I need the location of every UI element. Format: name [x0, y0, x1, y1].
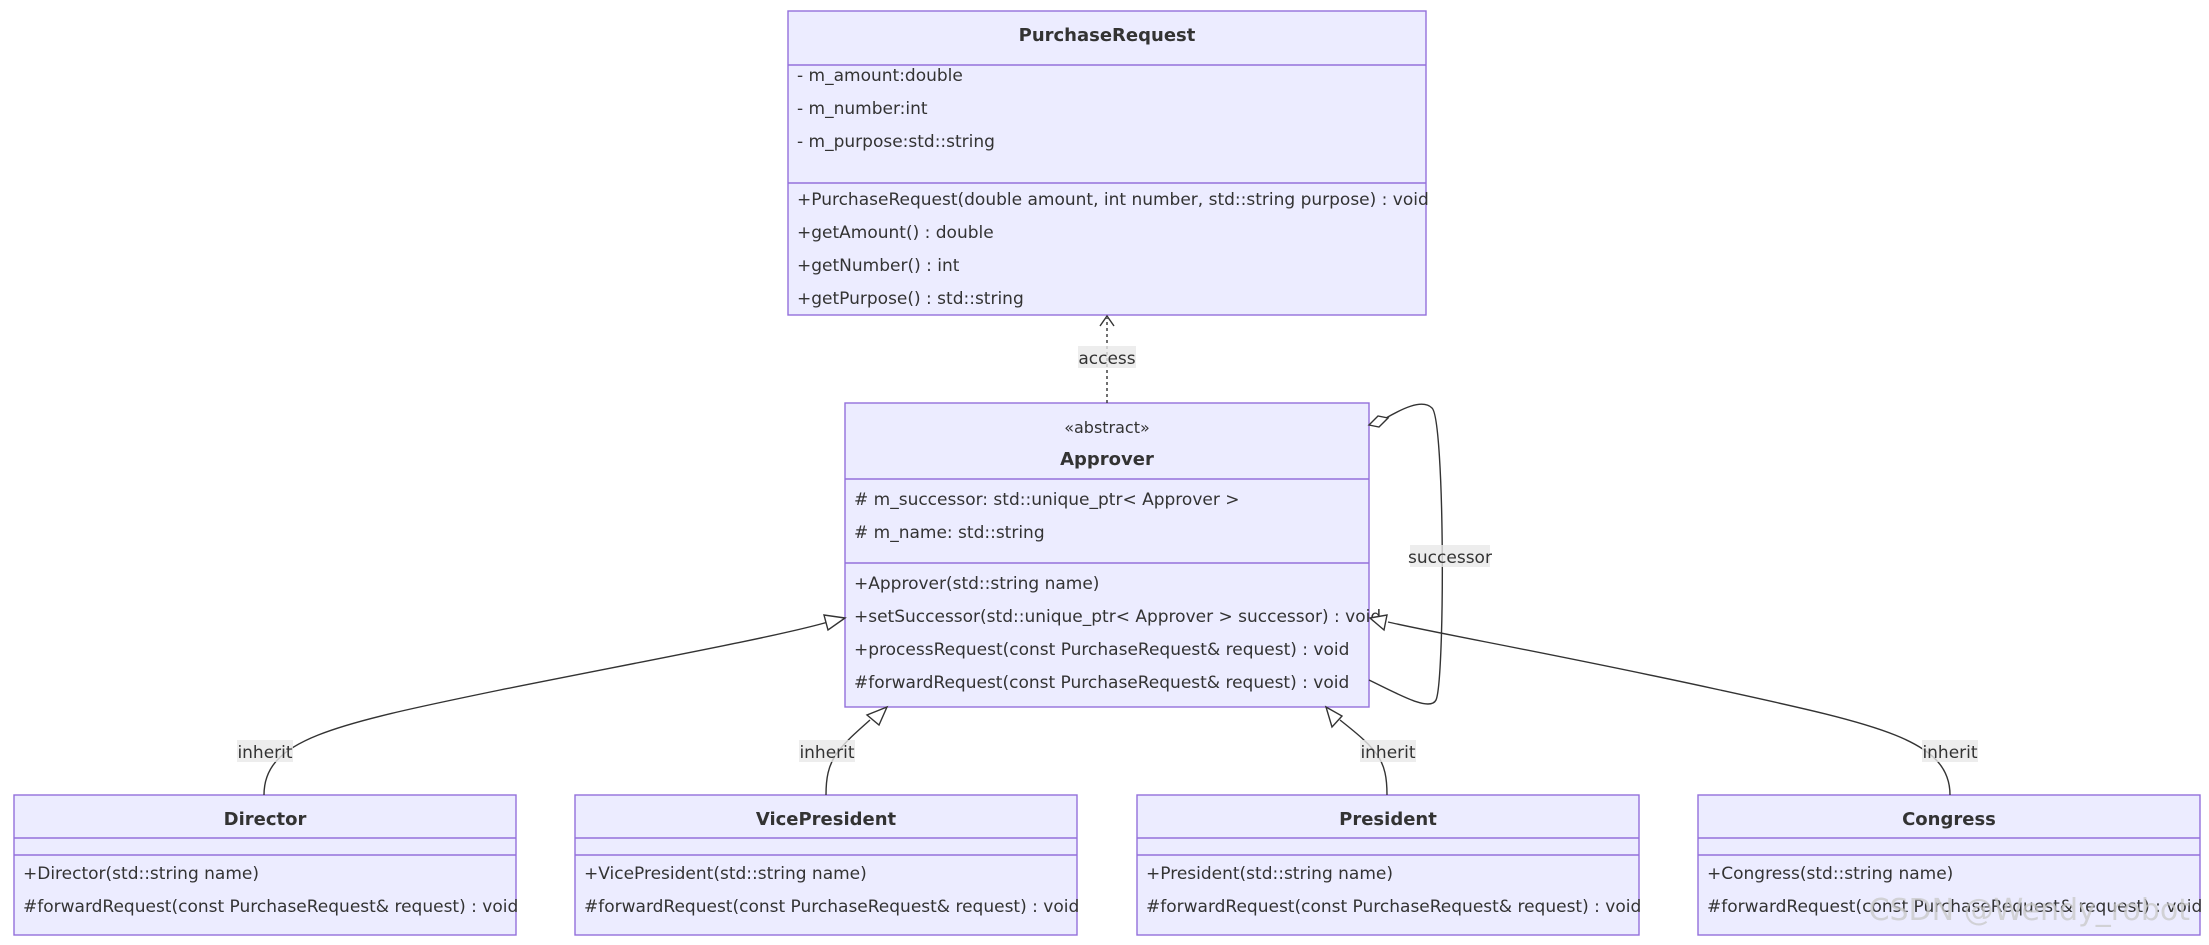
class-stereotype: «abstract» — [1064, 418, 1150, 437]
class-method: +PurchaseRequest(double amount, int numb… — [797, 190, 1429, 210]
inherit-congress-label: inherit — [1922, 743, 1977, 763]
class-name: Director — [224, 809, 307, 830]
inherit-director-label: inherit — [237, 743, 292, 763]
class-name: Approver — [1060, 449, 1154, 470]
class-name: Congress — [1902, 809, 1996, 830]
watermark: CSDN @Wendy_robot — [1869, 893, 2191, 928]
class-approver: «abstract»Approver# m_successor: std::un… — [844, 402, 1381, 708]
inherit-vice-president-label: inherit — [799, 743, 854, 763]
inherit-director-edge — [263, 621, 829, 796]
class-method: +VicePresident(std::string name) — [584, 864, 867, 884]
class-method: #forwardRequest(const PurchaseRequest& r… — [854, 673, 1349, 693]
class-purchase-request: PurchaseRequest - m_amount:double - m_numb… — [787, 10, 1429, 316]
classes-layer: PurchaseRequest - m_amount:double - m_numb… — [13, 10, 2202, 936]
inherit-vice-president-arrowhead — [865, 705, 889, 727]
class-method: +Director(std::string name) — [23, 864, 259, 884]
inherit-congress-edge — [1387, 621, 1951, 796]
access-arrowhead — [1099, 314, 1115, 327]
inherit-president-label: inherit — [1360, 743, 1415, 763]
class-attribute: - m_purpose:std::string — [797, 132, 995, 152]
class-box — [787, 10, 1427, 316]
class-method: +processRequest(const PurchaseRequest& r… — [854, 640, 1349, 660]
class-attribute: # m_successor: std::unique_ptr< Approver… — [854, 490, 1239, 510]
class-box — [844, 402, 1370, 708]
class-attribute: - m_amount:double — [797, 66, 963, 86]
class-method: +getNumber() : int — [797, 256, 960, 276]
class-attribute: - m_number:int — [797, 99, 928, 119]
class-attribute: # m_name: std::string — [854, 523, 1045, 543]
class-name: President — [1339, 809, 1437, 830]
successor-label: successor — [1408, 548, 1492, 568]
class-method: +Approver(std::string name) — [854, 574, 1099, 594]
successor-aggregation-diamond — [1367, 415, 1390, 428]
class-method: +getPurpose() : std::string — [797, 289, 1024, 309]
successor-edge — [1368, 403, 1444, 705]
class-method: +Congress(std::string name) — [1707, 864, 1953, 884]
inherit-president-arrowhead — [1324, 705, 1344, 729]
class-name: VicePresident — [756, 809, 897, 830]
class-president: President+President(std::string name)#fo… — [1136, 794, 1641, 936]
class-method: #forwardRequest(const PurchaseRequest& r… — [1146, 897, 1641, 917]
class-box — [13, 794, 517, 936]
class-name: PurchaseRequest — [1019, 25, 1196, 46]
class-method: #forwardRequest(const PurchaseRequest& r… — [23, 897, 518, 917]
inherit-director-arrowhead — [823, 614, 847, 632]
class-method: #forwardRequest(const PurchaseRequest& r… — [1707, 897, 2202, 917]
access-label: access — [1078, 349, 1135, 369]
class-method: +setSuccessor(std::unique_ptr< Approver … — [854, 607, 1381, 627]
class-box — [1136, 794, 1640, 936]
class-method: +President(std::string name) — [1146, 864, 1393, 884]
class-method: #forwardRequest(const PurchaseRequest& r… — [584, 897, 1079, 917]
class-box — [1697, 794, 2201, 936]
class-vice-president: VicePresident+VicePresident(std::string … — [574, 794, 1079, 936]
class-director: Director+Director(std::string name)#forw… — [13, 794, 518, 936]
class-congress: Congress+Congress(std::string name)#forw… — [1697, 794, 2202, 936]
inherit-congress-arrowhead — [1368, 614, 1388, 632]
labels-layer: access successor inherit inherit inherit… — [237, 346, 1978, 763]
class-method: +getAmount() : double — [797, 223, 994, 243]
